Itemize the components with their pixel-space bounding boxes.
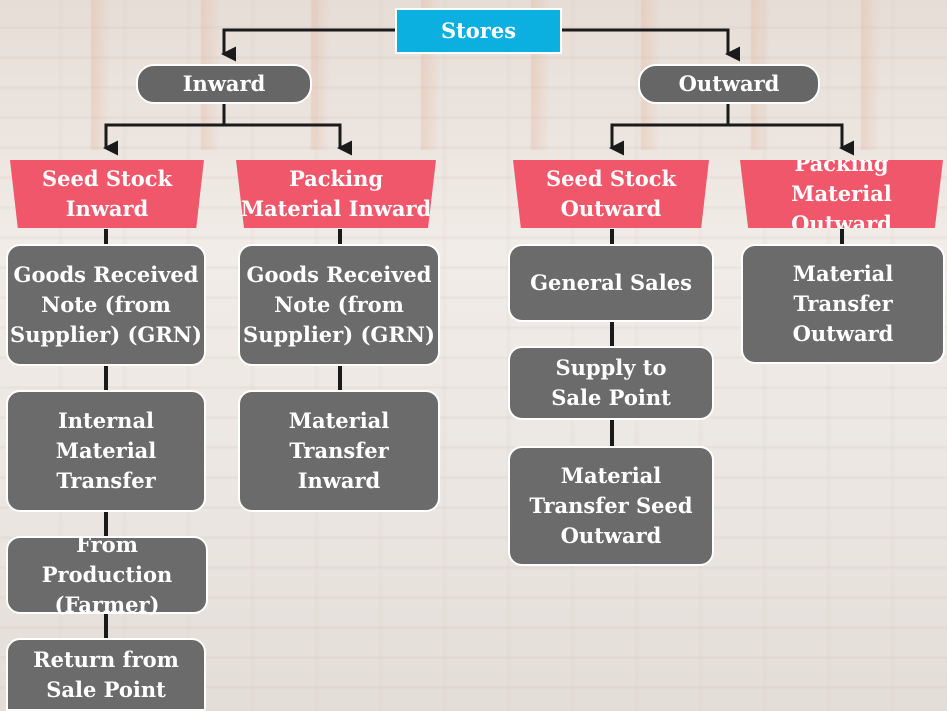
item-label-line: (Farmer): [54, 592, 160, 617]
item-label-line: Transfer Seed: [529, 493, 693, 518]
item-label-line: Material: [560, 463, 662, 488]
from-production-node: From Production (Farmer): [6, 532, 208, 617]
item-label-line: Supplier) (GRN): [243, 322, 435, 347]
item-label-line: Internal: [57, 408, 155, 433]
inward-node: Inward: [136, 64, 312, 104]
connector-stores-outward: [562, 28, 740, 62]
seed-stock-outward-node: Seed Stock Outward: [513, 160, 709, 228]
item-label-line: Goods Received: [13, 262, 199, 287]
packing-material-inward-node: Packing Material Inward: [236, 160, 436, 228]
item-label-line: Note (from: [41, 292, 171, 317]
item-label-line: Outward: [792, 321, 894, 346]
item-label-line: Supply to: [555, 355, 667, 380]
category-label-line: Packing: [794, 151, 889, 176]
item-label-line: Sale Point: [46, 676, 166, 702]
connector-inward-left: [103, 123, 224, 156]
stores-label: Stores: [440, 18, 517, 43]
category-label-line: Outward: [560, 196, 662, 221]
item-label-line: Inward: [297, 468, 381, 493]
item-label-line: Transfer: [793, 291, 893, 316]
item-label-line: Supplier) (GRN): [10, 322, 202, 347]
item-label-line: Sale Point: [551, 385, 671, 410]
item-label-line: Material: [792, 261, 894, 286]
category-label-line: Material Inward: [240, 196, 432, 221]
material-transfer-inward-node: Material Transfer Inward: [238, 390, 440, 512]
item-label-line: Return from: [33, 646, 179, 672]
grn-seed-node: Goods Received Note (from Supplier) (GRN…: [6, 244, 206, 366]
supply-to-sale-point-node: Supply to Sale Point: [508, 346, 714, 420]
stores-node: Stores: [395, 8, 562, 54]
item-label-line: Outward: [560, 523, 662, 548]
item-label-line: General Sales: [530, 270, 692, 295]
item-label-line: From Production: [41, 532, 173, 587]
category-label-line: Material Outward: [791, 181, 892, 236]
category-label-line: Packing: [288, 166, 384, 191]
seed-stock-inward-node: Seed Stock Inward: [10, 160, 204, 228]
connector-inward-right: [224, 123, 352, 156]
outward-node: Outward: [638, 64, 820, 104]
packing-material-outward-node: Packing Material Outward: [740, 160, 943, 228]
category-label-line: Seed Stock: [41, 166, 173, 191]
inward-label: Inward: [182, 71, 266, 96]
general-sales-node: General Sales: [508, 244, 714, 322]
outward-label: Outward: [678, 71, 780, 96]
return-from-sale-point-node: Return from Sale Point: [6, 638, 206, 711]
internal-material-transfer-node: Internal Material Transfer: [6, 390, 206, 512]
item-label-line: Note (from: [274, 292, 404, 317]
item-label-line: Goods Received: [246, 262, 432, 287]
material-transfer-outward-node: Material Transfer Outward: [741, 244, 945, 364]
connector-outward-left: [609, 123, 728, 156]
grn-packing-node: Goods Received Note (from Supplier) (GRN…: [238, 244, 440, 366]
category-label-line: Seed Stock: [545, 166, 677, 191]
material-transfer-seed-outward-node: Material Transfer Seed Outward: [508, 446, 714, 566]
item-label-line: Transfer: [56, 468, 156, 493]
connector-outward-right: [728, 123, 854, 156]
item-label-line: Transfer: [289, 438, 389, 463]
connector-stores-inward: [221, 28, 395, 62]
item-label-line: Material: [55, 438, 157, 463]
category-label-line: Inward: [65, 196, 149, 221]
item-label-line: Material: [288, 408, 390, 433]
